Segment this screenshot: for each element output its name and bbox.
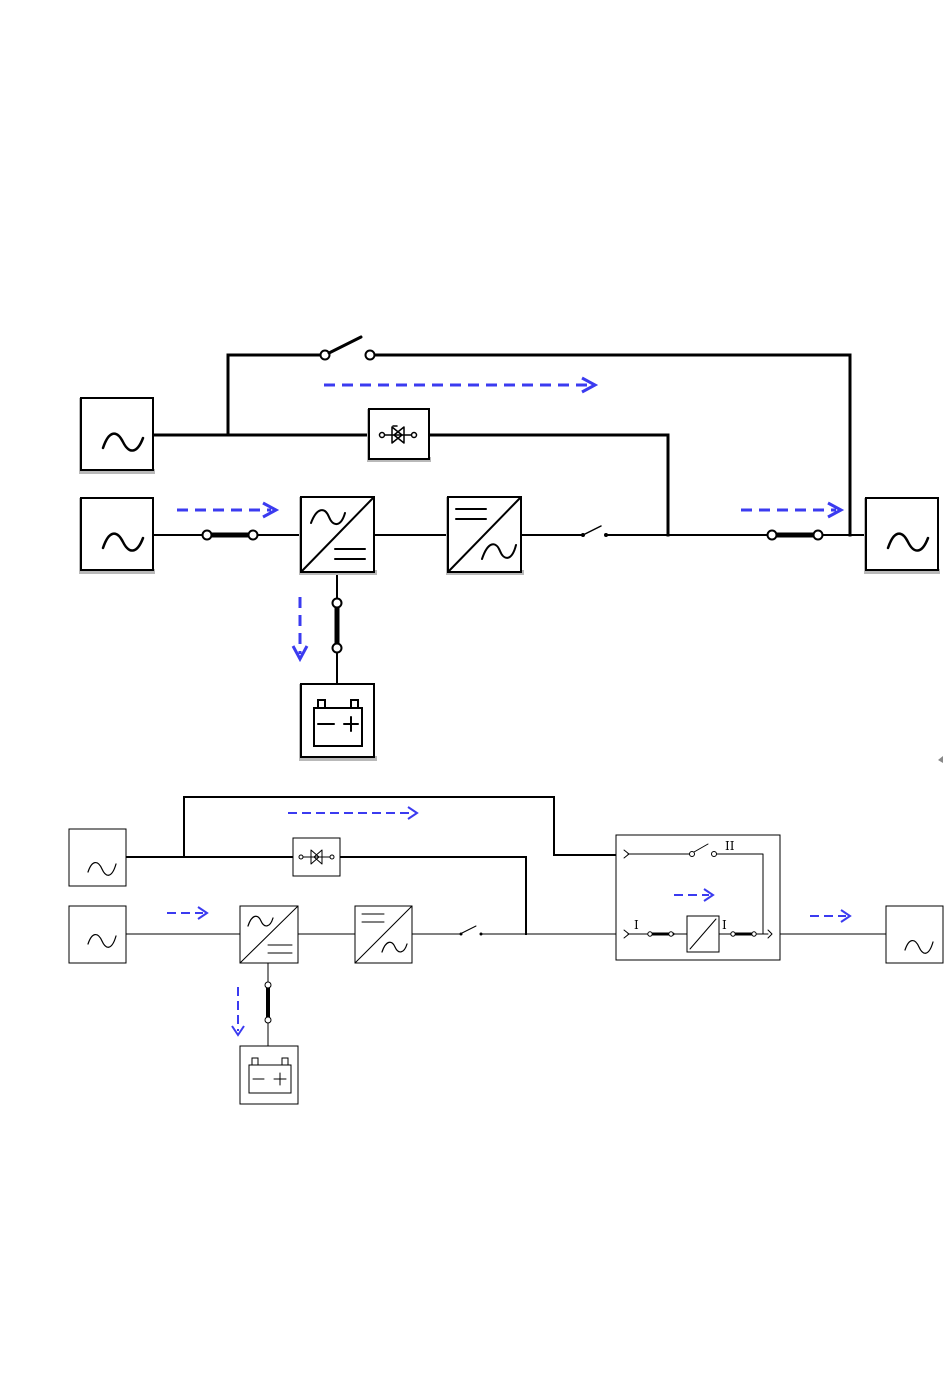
input-fuse-icon <box>203 531 258 540</box>
power-flow-arrow <box>810 910 850 922</box>
power-flow-arrow <box>288 807 417 819</box>
power-flow-arrow <box>177 503 276 517</box>
power-flow-arrow <box>232 987 244 1035</box>
bypass-input-label: I <box>722 918 727 932</box>
inverter-output-switch-icon <box>581 526 608 537</box>
inverter-icon <box>446 497 524 575</box>
output-fuse-icon <box>768 531 823 540</box>
power-flow-arrow <box>324 378 595 392</box>
rectifier-icon <box>299 497 377 575</box>
maintenance-bypass-label: II <box>725 839 735 853</box>
diagram-bottom: II I I <box>69 797 943 1104</box>
mains-ac-source-icon <box>69 906 126 963</box>
load-ac-output-icon <box>886 906 943 963</box>
diagram-top <box>79 337 940 761</box>
battery-fuse-icon <box>265 982 271 1023</box>
bypass-ac-source-icon <box>69 829 126 886</box>
static-switch-icon <box>367 409 431 462</box>
power-flow-arrow <box>167 907 207 919</box>
load-ac-output-icon <box>864 498 940 574</box>
battery-icon <box>299 684 377 761</box>
ups-input-label: I <box>634 918 639 932</box>
static-switch-icon <box>293 838 340 876</box>
bypass-ac-source-icon <box>79 398 155 474</box>
margin-mark <box>938 756 943 763</box>
power-flow-arrow <box>741 503 841 517</box>
inverter-output-switch-icon <box>460 926 483 936</box>
mains-ac-source-icon <box>79 498 155 574</box>
power-flow-arrow <box>293 597 307 659</box>
rectifier-icon <box>240 906 298 963</box>
battery-fuse-icon <box>333 599 342 653</box>
inverter-icon <box>355 906 412 963</box>
maintenance-bypass-cabinet: II I I <box>616 835 780 960</box>
manual-switch-icon <box>321 337 375 360</box>
battery-icon <box>240 1046 298 1104</box>
